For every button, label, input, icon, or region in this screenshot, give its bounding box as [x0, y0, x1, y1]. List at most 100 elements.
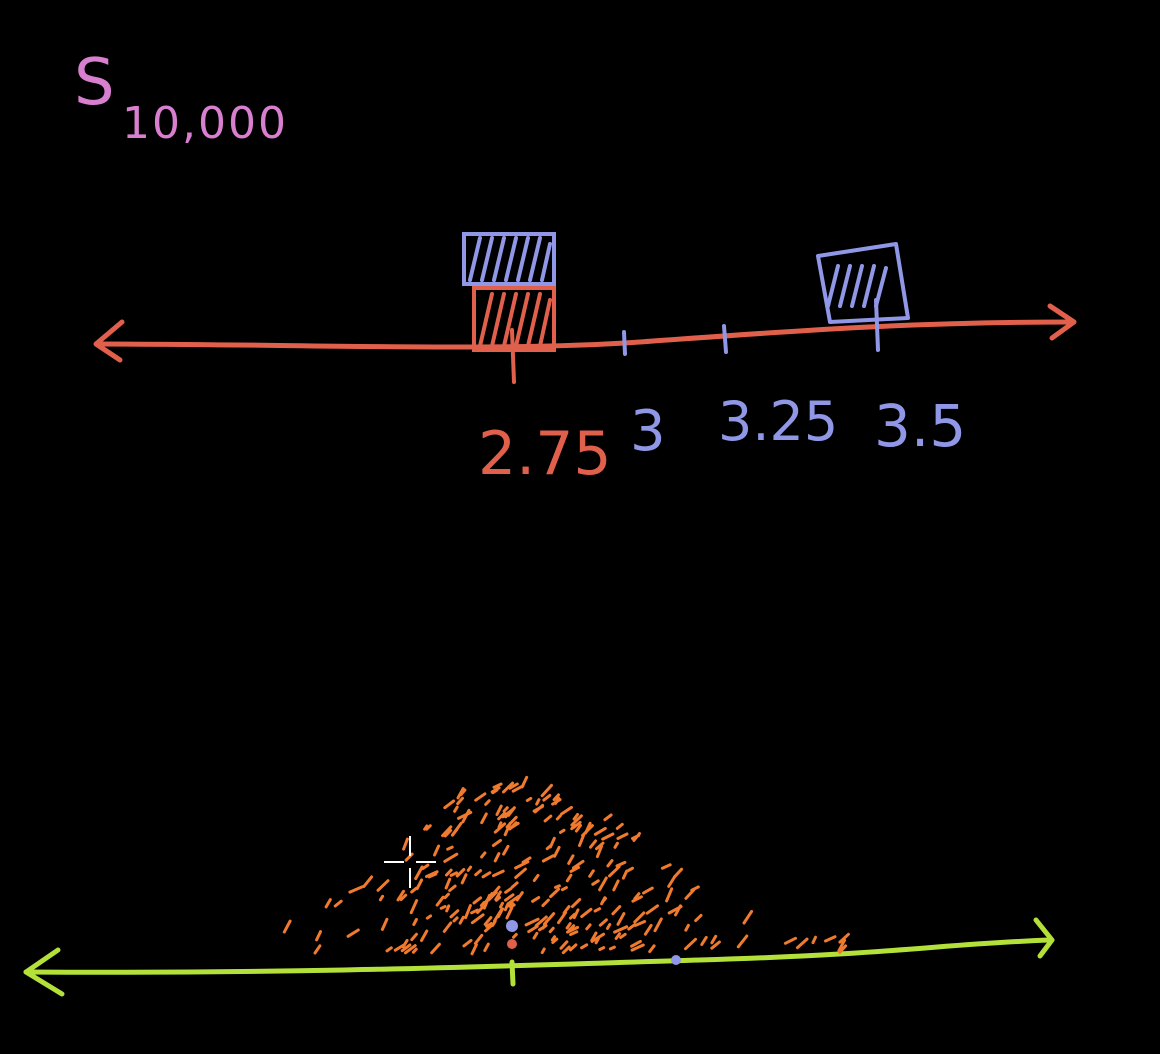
scatter-stroke — [648, 944, 656, 954]
scatter-stroke — [543, 814, 553, 823]
scatter-stroke — [462, 938, 473, 948]
scatter-stroke — [514, 867, 527, 879]
scatter-stroke — [474, 869, 482, 877]
scatter-stroke — [534, 915, 548, 928]
scatter-stroke — [503, 821, 512, 837]
scatter-stroke — [509, 903, 516, 909]
scatter-stroke — [545, 844, 552, 851]
scatter-stroke — [532, 931, 539, 940]
scatter-stroke — [560, 886, 568, 892]
scatter-stroke — [630, 939, 642, 948]
scatter-stroke — [595, 841, 605, 851]
scatter-stroke — [585, 923, 592, 931]
scatter-stroke — [565, 922, 572, 930]
scatter-stroke — [470, 943, 478, 956]
scatter-stroke — [443, 799, 456, 810]
scatter-stroke — [448, 884, 457, 892]
scatter-stroke — [606, 859, 614, 868]
scatter-stroke — [619, 932, 627, 939]
scatter-stroke — [633, 911, 646, 924]
scatter-stroke — [453, 805, 459, 813]
scatter-stroke — [615, 822, 624, 830]
scatter-stroke — [410, 932, 418, 942]
scatter-stroke — [464, 904, 472, 920]
scatter-stroke — [574, 823, 582, 833]
scatter-stroke — [502, 806, 509, 813]
scatter-stroke — [588, 869, 595, 878]
scatter-stroke — [653, 917, 663, 933]
scatter-stroke — [631, 834, 641, 840]
scatter-stroke — [600, 896, 607, 904]
scatter-stroke — [634, 920, 647, 927]
scatter-stroke — [430, 942, 441, 955]
scatter-stroke — [571, 859, 585, 870]
scatter-stroke — [567, 924, 576, 932]
scatter-stroke — [494, 890, 502, 901]
scatter-stroke — [601, 832, 615, 841]
scatter-stroke — [476, 905, 485, 914]
scatter-stroke — [554, 884, 561, 889]
scatter-stroke — [572, 908, 580, 920]
scatter-stroke — [598, 946, 606, 951]
scatter-stroke — [442, 921, 453, 933]
scatter-stroke — [443, 829, 453, 838]
scatter-stroke — [441, 825, 453, 838]
scatter-stroke — [483, 942, 490, 953]
scatter-stroke — [439, 905, 447, 910]
stack-at-2-75 — [462, 232, 556, 352]
scatter-stroke — [505, 902, 515, 908]
scatter-stroke — [581, 824, 594, 837]
scatter-stroke — [508, 782, 519, 790]
scatter-stroke — [783, 936, 797, 945]
scatter-stroke — [456, 796, 464, 806]
scatter-stroke — [710, 934, 718, 945]
scatter-stroke — [473, 933, 484, 945]
scatter-stroke — [710, 940, 721, 950]
scatter-stroke — [346, 928, 360, 938]
scatter-stroke — [483, 916, 493, 926]
scatter-stroke — [425, 914, 433, 920]
scatter-stroke — [474, 792, 487, 802]
scatter-stroke — [569, 930, 579, 936]
tick-2-75 — [510, 328, 516, 384]
scatter-stroke — [660, 863, 672, 870]
scatter-stroke — [514, 860, 530, 870]
scatter-stroke — [742, 909, 754, 925]
scatter-stroke — [548, 926, 555, 934]
scatter-stroke — [559, 828, 566, 834]
bottom-axis-right-arrow — [1033, 917, 1055, 959]
scatter-stroke — [411, 947, 418, 954]
scatter-stroke — [502, 844, 510, 856]
scatter-stroke — [380, 917, 389, 931]
scatter-stroke — [502, 781, 515, 794]
scatter-stroke — [684, 888, 696, 900]
scatter-stroke — [282, 919, 292, 934]
scatter-stroke — [627, 923, 637, 931]
scatter-stroke — [569, 865, 580, 873]
scatter-stroke — [504, 893, 515, 902]
scatter-stroke — [613, 841, 619, 849]
title-subscript: 10,000 — [122, 98, 288, 149]
scatter-stroke — [615, 860, 627, 868]
scatter-stroke — [404, 944, 417, 955]
scatter-stroke — [470, 908, 479, 915]
scatter-stroke — [541, 898, 550, 908]
scatter-stroke — [466, 865, 473, 872]
scatter-stroke — [433, 844, 441, 857]
scatter-stroke — [472, 896, 483, 905]
scatter-stroke — [542, 793, 552, 802]
title-symbol: S — [74, 46, 115, 120]
scatter-stroke — [594, 936, 601, 945]
scatter-stroke — [449, 871, 459, 877]
scatter-stroke — [324, 898, 332, 909]
scatter-stroke — [611, 905, 622, 916]
tick-3-5 — [874, 298, 880, 352]
tick-3-25 — [722, 324, 728, 354]
scatter-stroke — [694, 913, 703, 923]
scatter-stroke — [512, 932, 518, 939]
scatter-stroke — [608, 865, 621, 878]
scatter-stroke — [608, 945, 616, 951]
scatter-stroke — [645, 904, 659, 915]
